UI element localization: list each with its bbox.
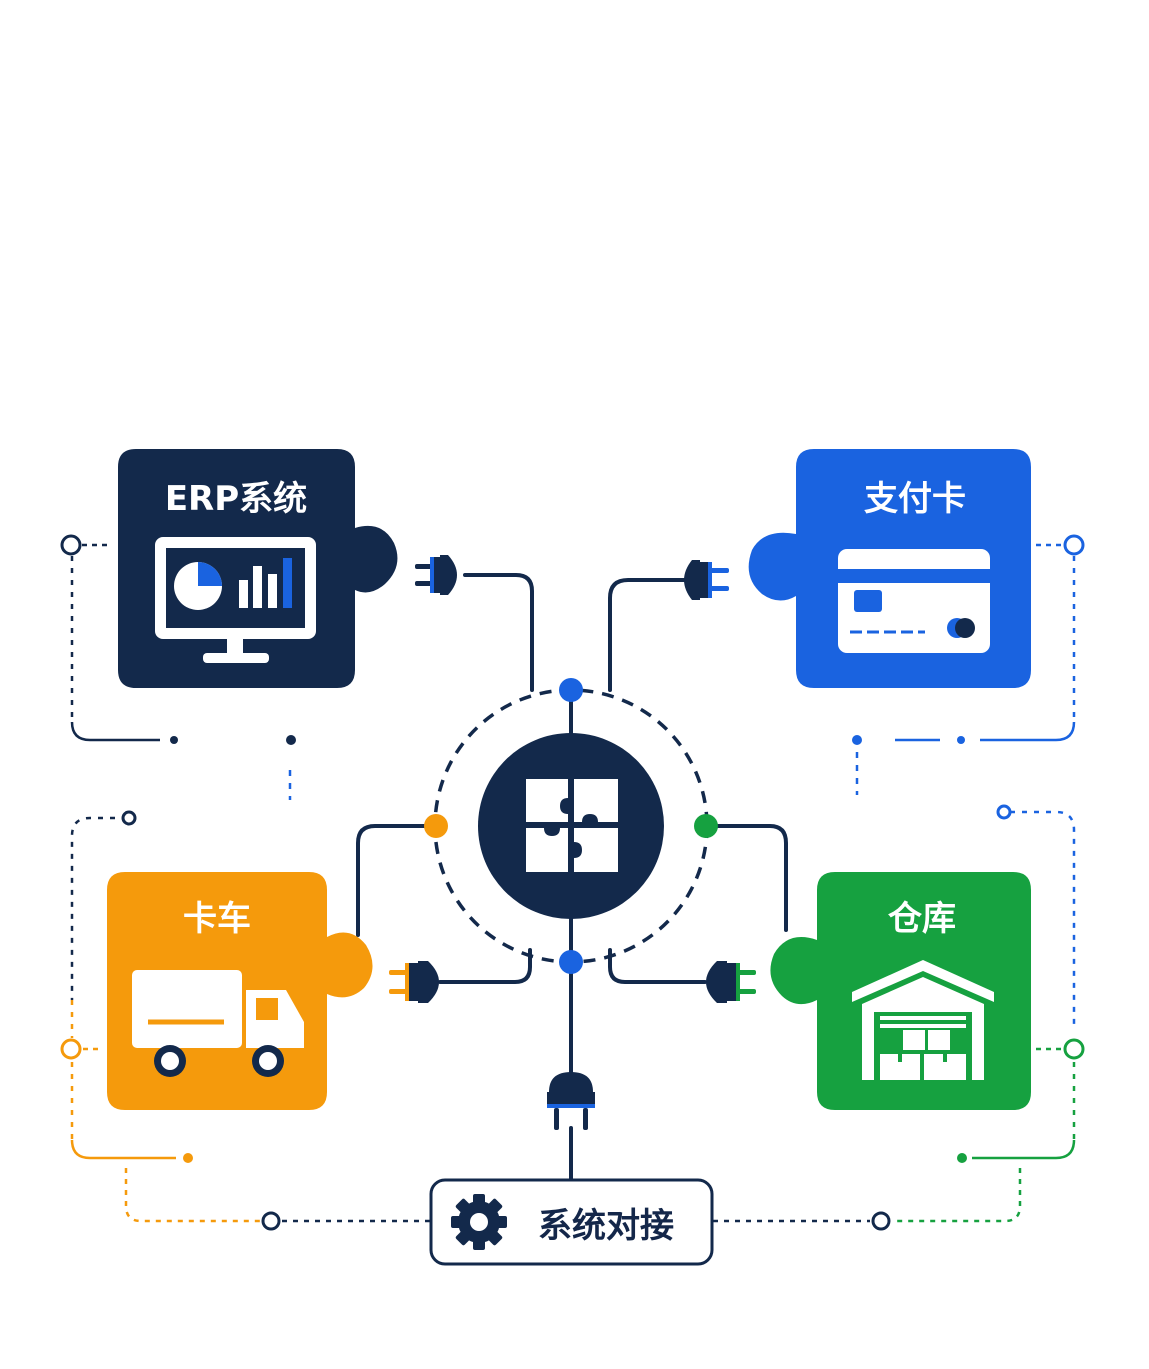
truck-icon: [132, 970, 304, 1077]
module-truck[interactable]: 卡车: [107, 872, 373, 1110]
gear-icon: [451, 1194, 507, 1250]
hub-node-right: [694, 814, 718, 838]
module-warehouse[interactable]: 仓库: [770, 872, 1031, 1110]
outer-nodes: [60, 534, 1085, 1231]
module-truck-label: 卡车: [183, 899, 251, 939]
footer-label: 系统对接: [538, 1206, 674, 1246]
module-erp-label: ERP系统: [165, 479, 307, 519]
module-erp[interactable]: ERP系统: [118, 449, 398, 688]
hub-wires: [356, 573, 788, 1182]
module-warehouse-label: 仓库: [888, 899, 956, 939]
hub-center[interactable]: [478, 733, 664, 919]
monitor-chart-icon: [155, 537, 316, 663]
plug-payment-icon: [684, 560, 729, 600]
module-payment-label: 支付卡: [864, 479, 966, 519]
plug-footer-icon: [547, 1072, 595, 1130]
hub-node-bottom: [559, 950, 583, 974]
hub-node-top: [559, 678, 583, 702]
footer-integration-button[interactable]: 系统对接: [429, 1178, 714, 1266]
plug-warehouse-icon: [706, 961, 756, 1003]
module-payment[interactable]: 支付卡: [748, 449, 1031, 688]
outer-connectors: [70, 543, 1076, 1223]
puzzle-icon: [526, 779, 618, 872]
credit-card-icon: [838, 549, 990, 653]
plug-truck-icon: [389, 961, 439, 1003]
plug-erp-icon: [415, 555, 457, 595]
hub-node-left: [424, 814, 448, 838]
warehouse-icon: [852, 960, 994, 1080]
